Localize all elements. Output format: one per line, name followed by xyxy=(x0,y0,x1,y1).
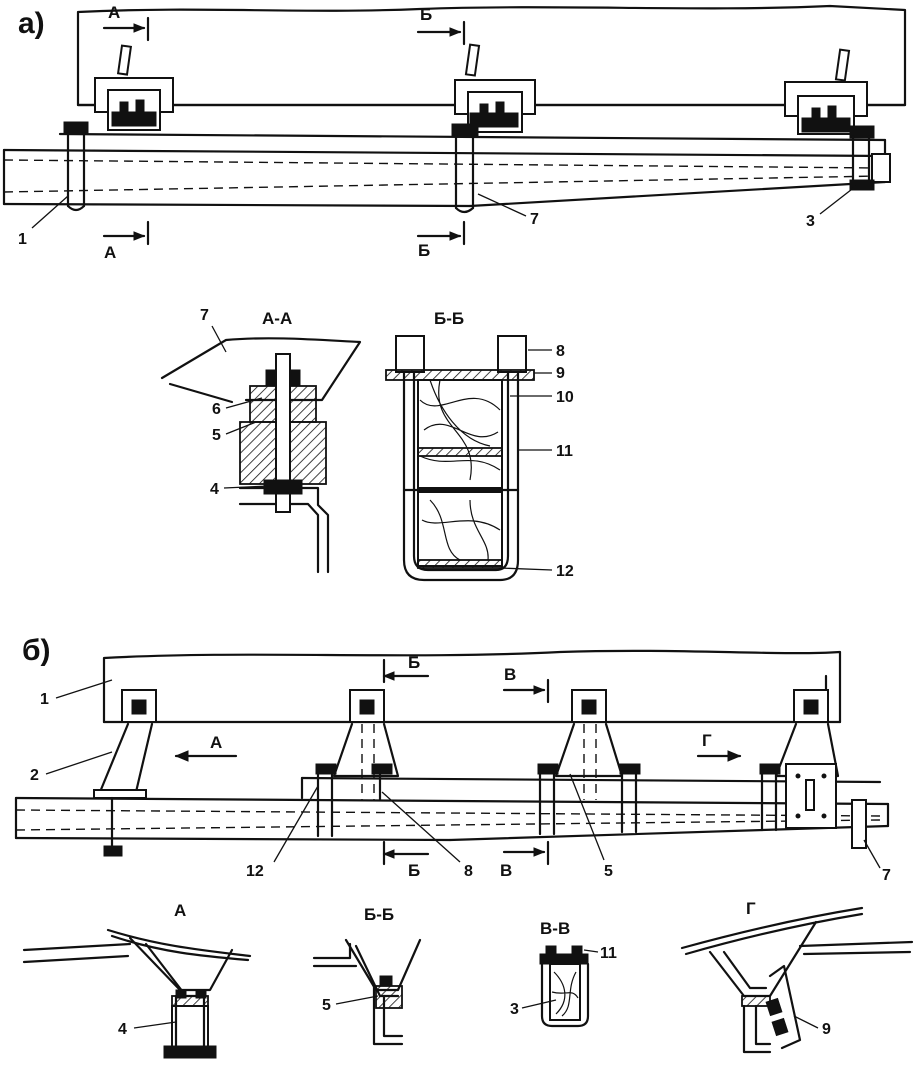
svg-text:3: 3 xyxy=(806,213,815,230)
panel-a-top-bolts xyxy=(116,43,851,82)
section-BB: Б-Б 8 9 10 11 12 xyxy=(385,309,574,582)
section-title-BB: Б-Б xyxy=(434,309,464,328)
panel-b-clamps xyxy=(315,763,867,849)
callout-d-9: 9 xyxy=(793,1015,831,1038)
svg-text:4: 4 xyxy=(118,1021,127,1038)
section-mark-a-bot-B: Б xyxy=(416,220,466,260)
callout-d-3: 3 xyxy=(510,999,557,1018)
callout-AA-6: 6 xyxy=(212,397,263,418)
svg-text:Г: Г xyxy=(702,731,712,750)
svg-text:4: 4 xyxy=(210,481,219,498)
callout-BB-12: 12 xyxy=(499,563,574,580)
panel-b: б) xyxy=(14,634,891,884)
svg-text:9: 9 xyxy=(556,365,565,382)
callout-b-1: 1 xyxy=(40,679,113,708)
detail-BB: Б-Б 5 xyxy=(312,905,422,1046)
callout-BB-9: 9 xyxy=(534,365,565,382)
panel-b-bracket-3 xyxy=(554,689,624,800)
callout-b-8: 8 xyxy=(381,791,473,880)
svg-text:1: 1 xyxy=(40,691,49,708)
svg-text:Б-Б: Б-Б xyxy=(364,905,394,924)
panel-a-letter: а) xyxy=(18,7,45,40)
view-mark-b-A: А xyxy=(174,733,238,762)
svg-text:10: 10 xyxy=(556,389,574,406)
panel-b-side-beam xyxy=(14,776,890,842)
section-mark-a-top-A: А xyxy=(102,3,150,42)
svg-text:8: 8 xyxy=(464,863,473,880)
panel-a-clamp-1 xyxy=(63,121,89,212)
callout-a-1: 1 xyxy=(18,195,69,248)
callout-d-5: 5 xyxy=(322,995,379,1014)
svg-text:Б: Б xyxy=(408,653,420,672)
svg-text:5: 5 xyxy=(322,997,331,1014)
panel-a-bracket-2 xyxy=(454,79,536,133)
svg-text:5: 5 xyxy=(212,427,221,444)
svg-text:9: 9 xyxy=(822,1021,831,1038)
svg-text:А: А xyxy=(108,3,120,22)
panel-a: а) xyxy=(2,3,907,262)
svg-text:7: 7 xyxy=(882,867,891,884)
callout-AA-7: 7 xyxy=(200,307,227,353)
svg-text:В-В: В-В xyxy=(540,919,570,938)
svg-text:Г: Г xyxy=(746,899,756,918)
callout-b-7: 7 xyxy=(863,839,891,884)
svg-text:Б: Б xyxy=(418,241,430,260)
svg-text:6: 6 xyxy=(212,401,221,418)
section-AA: А-А 7 6 5 4 xyxy=(160,307,362,574)
svg-text:12: 12 xyxy=(556,563,574,580)
svg-text:В: В xyxy=(504,665,516,684)
panel-b-bracket-4 xyxy=(774,689,840,829)
svg-text:7: 7 xyxy=(530,211,539,228)
panel-a-bracket-3 xyxy=(784,81,868,135)
svg-text:7: 7 xyxy=(200,307,209,324)
section-mark-a-bot-A: А xyxy=(102,220,150,262)
callout-BB-11: 11 xyxy=(518,443,573,460)
svg-text:12: 12 xyxy=(246,863,264,880)
section-title-AA: А-А xyxy=(262,309,292,328)
callout-AA-4: 4 xyxy=(210,481,271,498)
detail-G: Г 9 xyxy=(680,899,914,1054)
svg-text:Б: Б xyxy=(420,5,432,24)
svg-text:2: 2 xyxy=(30,767,39,784)
panel-b-letter: б) xyxy=(22,634,51,667)
callout-d-4: 4 xyxy=(118,1021,177,1038)
svg-text:1: 1 xyxy=(18,231,27,248)
section-mark-b-bot-B: Б xyxy=(382,840,430,880)
svg-text:А: А xyxy=(174,901,186,920)
svg-text:Б: Б xyxy=(408,861,420,880)
svg-text:А: А xyxy=(104,243,116,262)
section-mark-b-top-V: В xyxy=(502,665,550,704)
callout-a-3: 3 xyxy=(806,185,857,230)
svg-text:11: 11 xyxy=(600,945,617,962)
section-mark-b-top-B: Б xyxy=(382,653,430,684)
panel-b-bracket-2 xyxy=(332,689,400,800)
callout-b-2: 2 xyxy=(30,751,113,784)
callout-d-11: 11 xyxy=(583,945,617,962)
callout-b-5: 5 xyxy=(569,773,613,880)
section-mark-a-top-B: Б xyxy=(416,5,466,46)
svg-text:5: 5 xyxy=(604,863,613,880)
panel-b-body-frame xyxy=(102,649,842,724)
panel-b-bracket-left xyxy=(93,689,157,857)
view-mark-b-G: Г xyxy=(696,731,742,762)
callout-BB-8: 8 xyxy=(528,343,565,360)
svg-text:11: 11 xyxy=(556,443,573,460)
panel-a-clamp-3 xyxy=(849,125,875,191)
svg-text:8: 8 xyxy=(556,343,565,360)
callout-a-7: 7 xyxy=(477,193,539,228)
svg-text:3: 3 xyxy=(510,1001,519,1018)
callout-AA-5: 5 xyxy=(212,421,257,444)
callout-BB-10: 10 xyxy=(510,389,574,406)
panel-a-side-beam xyxy=(2,132,891,208)
svg-text:А: А xyxy=(210,733,222,752)
svg-text:В: В xyxy=(500,861,512,880)
section-mark-b-bot-V: В xyxy=(500,840,550,880)
callout-b-12: 12 xyxy=(246,785,319,880)
panel-a-bracket-1 xyxy=(94,77,174,131)
detail-A: А 4 xyxy=(22,901,252,1059)
panel-a-clamp-2 xyxy=(451,123,479,214)
detail-VV: В-В 3 11 xyxy=(510,919,617,1028)
